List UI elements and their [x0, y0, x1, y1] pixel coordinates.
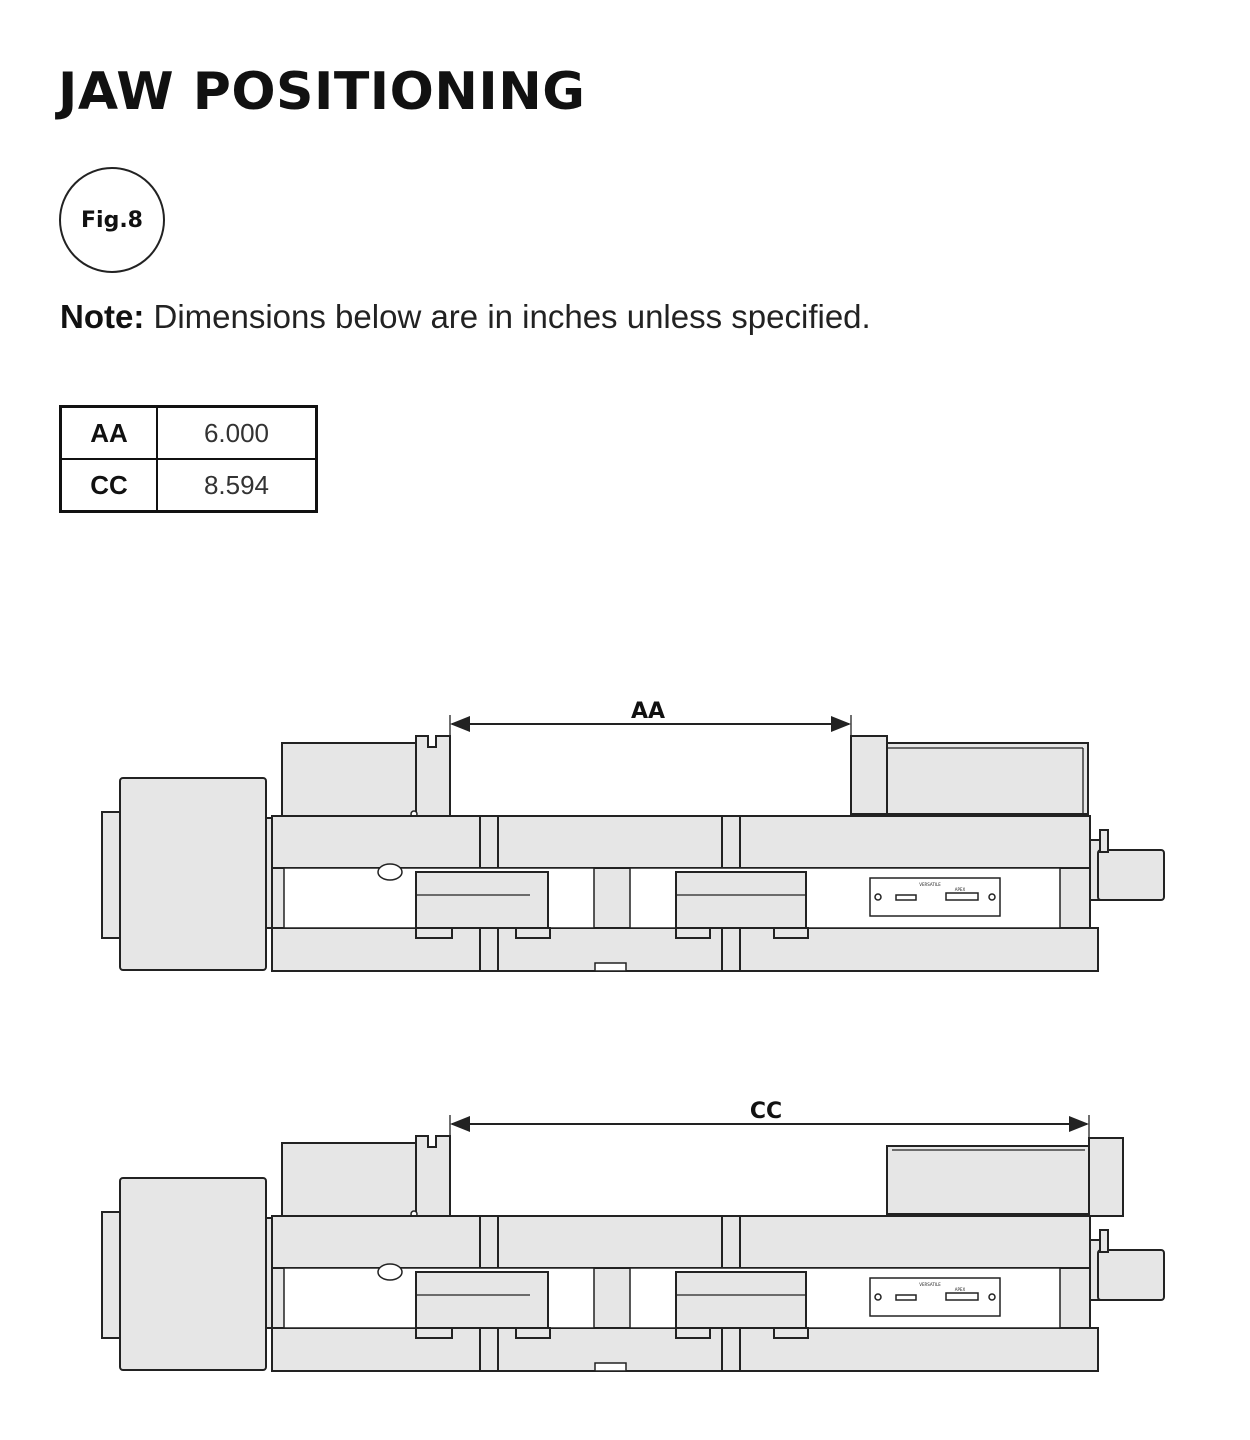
nameplate-field [895, 894, 917, 901]
note: Note: Dimensions below are in inches unl… [60, 298, 871, 336]
vise-diagram-aa: AA VERSATILE APEX [101, 699, 1165, 972]
grease-fitting [377, 1263, 403, 1281]
table-row: AA 6.000 [59, 405, 318, 460]
foot [515, 1327, 551, 1339]
grease-fitting [377, 863, 403, 881]
moving-jaw [1088, 1137, 1124, 1217]
nameplate-rivet [874, 893, 882, 901]
nameplate-rivet [874, 1293, 882, 1301]
jaw-plate-right [886, 1145, 1090, 1215]
nut-left [415, 871, 549, 929]
foot [515, 927, 551, 939]
dimension-table: AA 6.000 CC 8.594 [59, 405, 318, 513]
vise-base [271, 927, 1099, 972]
nameplate-rivet [988, 1293, 996, 1301]
page-title: JAW POSITIONING [58, 62, 586, 122]
fixed-jaw-plate [415, 1135, 451, 1217]
foot [773, 927, 809, 939]
nameplate-brand: VERSATILE [919, 882, 941, 887]
vise-body [271, 815, 1091, 869]
nameplate-field [895, 1294, 917, 1301]
base-notch [594, 1362, 627, 1372]
nameplate-model: APEX [955, 887, 966, 892]
nameplate-field [945, 1292, 979, 1301]
note-text: Dimensions below are in inches unless sp… [144, 298, 871, 335]
vise-diagram-cc: CC VERSATILE APEX [101, 1099, 1165, 1372]
nameplate-model: APEX [955, 1287, 966, 1292]
dimension-label: CC [750, 1099, 782, 1124]
dimension-key: AA [59, 405, 158, 460]
foot [415, 927, 453, 939]
nameplate-field [945, 892, 979, 901]
nameplate-rivet [988, 893, 996, 901]
nameplate-brand: VERSATILE [919, 1282, 941, 1287]
crank-housing [119, 1177, 267, 1371]
foot [675, 1327, 711, 1339]
fixed-jaw-plate [415, 735, 451, 817]
moving-jaw [850, 735, 888, 815]
nut-right [675, 1271, 807, 1329]
figure-label: Fig.8 [81, 207, 143, 233]
nut-right [675, 871, 807, 929]
hex-drive [1097, 849, 1165, 901]
dimension-label: AA [631, 699, 665, 724]
note-label: Note: [60, 298, 145, 335]
hex-nub [1099, 1229, 1109, 1253]
dimension-value: 8.594 [156, 458, 318, 513]
crank-housing [119, 777, 267, 971]
hex-nub [1099, 829, 1109, 853]
nut-left [415, 1271, 549, 1329]
hex-drive [1097, 1249, 1165, 1301]
base-notch [594, 962, 627, 972]
foot [773, 1327, 809, 1339]
foot [415, 1327, 453, 1339]
dimension-value: 6.000 [156, 405, 318, 460]
table-row: CC 8.594 [59, 458, 318, 513]
vise-body [271, 1215, 1091, 1269]
foot [675, 927, 711, 939]
jaw-plate-right [886, 742, 1089, 815]
dimension-key: CC [59, 458, 158, 513]
figure-badge: Fig.8 [59, 167, 165, 273]
